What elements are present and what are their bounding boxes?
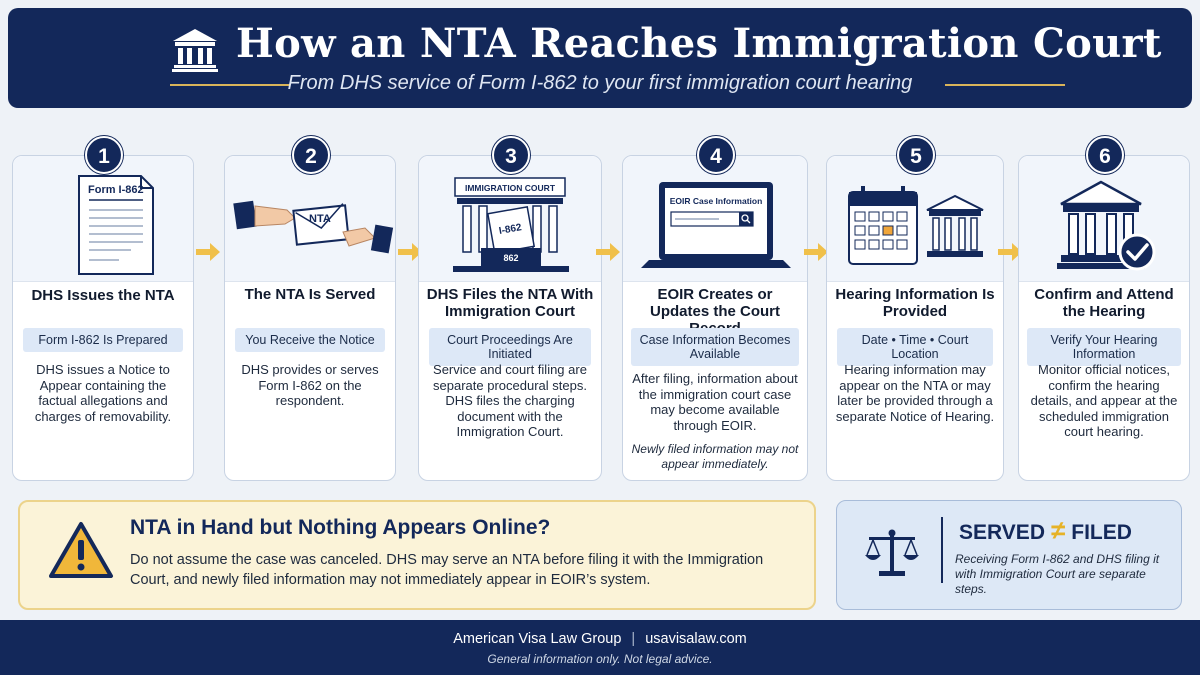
step-number-badge: 1 bbox=[85, 136, 123, 174]
envelope-label: NTA bbox=[309, 213, 331, 225]
arrow-right-icon bbox=[596, 243, 620, 261]
step-tag: Form I-862 Is Prepared bbox=[23, 328, 183, 352]
step-title: The NTA Is Served bbox=[244, 286, 376, 303]
step-description: Service and court filing are separate pr… bbox=[433, 362, 587, 439]
step-description: Monitor official notices, confirm the he… bbox=[1030, 362, 1178, 439]
filed-label: FILED bbox=[1071, 521, 1132, 544]
arrow-right-icon bbox=[196, 243, 220, 261]
organization-name: American Visa Law Group bbox=[453, 631, 622, 647]
served-label: SERVED bbox=[959, 521, 1045, 544]
step-description: DHS issues a Notice to Appear containing… bbox=[34, 362, 172, 424]
step-number-badge: 6 bbox=[1086, 136, 1124, 174]
step-number-badge: 2 bbox=[292, 136, 330, 174]
step-title: Hearing Information Is Provided bbox=[835, 286, 995, 320]
courthouse-logo-icon bbox=[172, 29, 218, 72]
step-tag: Date • Time • Court Location bbox=[837, 328, 993, 366]
step-6-illustration bbox=[1019, 156, 1189, 282]
step-title: Confirm and Attend the Hearing bbox=[1034, 286, 1174, 320]
arrow-right-icon bbox=[398, 243, 422, 261]
step-4-illustration: EOIR Case Information bbox=[623, 156, 807, 282]
court-sign-label: IMMIGRATION COURT bbox=[465, 183, 556, 193]
step-5-illustration bbox=[827, 156, 1003, 282]
form-label: Form I-862 bbox=[88, 184, 144, 196]
page-title: How an NTA Reaches Immigration Court bbox=[236, 20, 1162, 67]
warning-callout: NTA in Hand but Nothing Appears Online? … bbox=[18, 500, 816, 610]
step-3-illustration: IMMIGRATION COURT I-862 862 bbox=[419, 156, 601, 282]
step-tag: Court Proceedings Are Initiated bbox=[429, 328, 591, 366]
website-link[interactable]: usavisalaw.com bbox=[645, 631, 747, 647]
step-description: After filing, information about the immi… bbox=[632, 371, 798, 433]
filed-form-label: I-862 bbox=[498, 222, 523, 237]
step-card-3: IMMIGRATION COURT I-862 862 3 DHS Files … bbox=[418, 136, 602, 481]
footer-separator: | bbox=[631, 631, 636, 647]
handoff-icon: NTA bbox=[233, 200, 394, 254]
document-icon: Form I-862 bbox=[78, 175, 154, 275]
step-card-6: 6 Confirm and Attend the Hearing Verify … bbox=[1018, 136, 1190, 481]
court-filing-icon: IMMIGRATION COURT I-862 862 bbox=[453, 177, 569, 272]
footer: American Visa Law Group | usavisalaw.com G… bbox=[0, 620, 1200, 675]
warning-body: Do not assume the case was canceled. DHS… bbox=[130, 552, 764, 588]
step-description: DHS provides or serves Form I-862 on the… bbox=[241, 362, 379, 408]
screen-title: EOIR Case Information bbox=[670, 196, 763, 206]
step-card-5: 5 Hearing Information Is Provided Date •… bbox=[826, 136, 1004, 481]
not-equal-symbol: ≠ bbox=[1050, 515, 1066, 545]
courthouse-check-icon bbox=[1057, 180, 1156, 271]
step-description: Hearing information may appear on the NT… bbox=[835, 362, 995, 424]
step-2-illustration: NTA bbox=[225, 156, 395, 282]
warning-triangle-icon bbox=[49, 522, 113, 578]
step-title: DHS Files the NTA With Immigration Court bbox=[426, 286, 594, 320]
step-tag: You Receive the Notice bbox=[235, 328, 385, 352]
step-number-badge: 3 bbox=[492, 136, 530, 174]
page-subtitle: From DHS service of Form I-862 to your f… bbox=[287, 72, 913, 94]
served-vs-filed-callout: SERVED≠FILED Receiving Form I-862 and DH… bbox=[836, 500, 1182, 610]
title-rule-right bbox=[945, 84, 1065, 86]
served-filed-title: SERVED≠FILED bbox=[959, 515, 1132, 546]
step-1-illustration: Form I-862 bbox=[13, 156, 193, 282]
arrow-right-icon bbox=[998, 243, 1022, 261]
scales-of-justice-icon bbox=[865, 529, 919, 576]
served-filed-body: Receiving Form I-862 and DHS filing it w… bbox=[955, 552, 1160, 596]
header-banner: How an NTA Reaches Immigration Court Fro… bbox=[8, 8, 1192, 108]
step-card-2: NTA 2 The NTA Is Served You Receive the … bbox=[224, 136, 396, 481]
step-tag: Verify Your Hearing Information bbox=[1027, 328, 1181, 366]
step-note: Newly filed information may not appear i… bbox=[631, 442, 799, 471]
step-title: DHS Issues the NTA bbox=[31, 287, 175, 304]
footer-disclaimer: General information only. Not legal advi… bbox=[487, 652, 713, 666]
panel-divider bbox=[941, 517, 943, 583]
calendar-icon bbox=[848, 186, 984, 265]
warning-title: NTA in Hand but Nothing Appears Online? bbox=[130, 516, 551, 539]
step-number-badge: 5 bbox=[897, 136, 935, 174]
arrow-right-icon bbox=[804, 243, 828, 261]
laptop-icon: EOIR Case Information bbox=[641, 182, 791, 268]
title-rule-left bbox=[170, 84, 290, 86]
step-card-4: EOIR Case Information 4 EOIR Creates or … bbox=[622, 136, 808, 481]
step-tag: Case Information Becomes Available bbox=[631, 328, 799, 366]
footer-credit: American Visa Law Group | usavisalaw.com bbox=[0, 631, 1200, 647]
step-card-1: Form I-862 1 DHS Issues the NTA Form I-8… bbox=[12, 136, 194, 481]
step-number-badge: 4 bbox=[697, 136, 735, 174]
filing-tray-label: 862 bbox=[503, 253, 518, 263]
